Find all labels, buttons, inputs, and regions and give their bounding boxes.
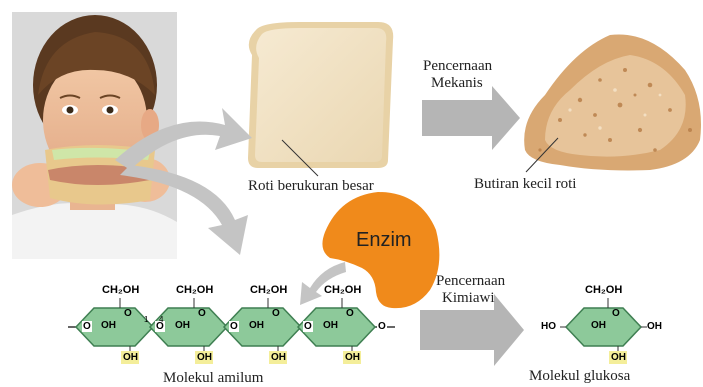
ch2oh-label: CH₂OH xyxy=(102,284,139,296)
glycosidic-oxygen-label: O xyxy=(377,321,387,332)
chemical-digestion-label-1: Pencernaan xyxy=(436,273,505,290)
ring-oxygen-label: O xyxy=(124,308,132,319)
ring-oh-label: OH xyxy=(323,320,338,331)
bread-crumbs-image xyxy=(524,34,701,170)
glucose-ch2oh-label: CH₂OH xyxy=(585,284,622,296)
glycosidic-oxygen-label: O xyxy=(82,321,92,332)
mechanical-arrow xyxy=(422,86,520,150)
ch2oh-label: CH₂OH xyxy=(176,284,213,296)
highlighted-oh-label: OH xyxy=(123,352,138,363)
highlighted-oh-label: OH xyxy=(197,352,212,363)
glucose-ring-oxygen-label: O xyxy=(612,308,620,319)
glucose-ring-oh-label: OH xyxy=(591,320,606,331)
carbon-number-4: 4 xyxy=(159,315,163,324)
carbon-number-1: 1 xyxy=(144,315,148,324)
mechanical-digestion-label-2: Mekanis xyxy=(431,75,483,92)
ring-oh-label: OH xyxy=(175,320,190,331)
chemical-digestion-label-2: Kimiawi xyxy=(442,290,495,307)
ring-oxygen-label: O xyxy=(198,308,206,319)
enzyme-label: Enzim xyxy=(356,229,412,252)
starch-rings xyxy=(76,298,375,364)
ring-oh-label: OH xyxy=(101,320,116,331)
glucose-oh-right-label: OH xyxy=(647,321,662,332)
glycosidic-oxygen-label: O xyxy=(229,321,239,332)
glycosidic-oxygen-label: O xyxy=(303,321,313,332)
starch-label: Molekul amilum xyxy=(163,370,263,387)
ch2oh-label: CH₂OH xyxy=(250,284,287,296)
crumbs-label: Butiran kecil roti xyxy=(474,176,576,193)
glucose-ring xyxy=(560,298,647,364)
ring-oxygen-label: O xyxy=(272,308,280,319)
mechanical-digestion-label-1: Pencernaan xyxy=(423,58,492,75)
big-bread-label: Roti berukuran besar xyxy=(248,178,374,195)
bread-slice-image xyxy=(248,22,393,168)
ch2oh-label: CH₂OH xyxy=(324,284,361,296)
ring-oh-label: OH xyxy=(249,320,264,331)
highlighted-oh-label: OH xyxy=(345,352,360,363)
ring-oxygen-label: O xyxy=(346,308,354,319)
highlighted-oh-label: OH xyxy=(271,352,286,363)
glucose-highlighted-oh-label: OH xyxy=(611,352,626,363)
glucose-ho-label: HO xyxy=(541,321,556,332)
glucose-label: Molekul glukosa xyxy=(529,368,630,385)
